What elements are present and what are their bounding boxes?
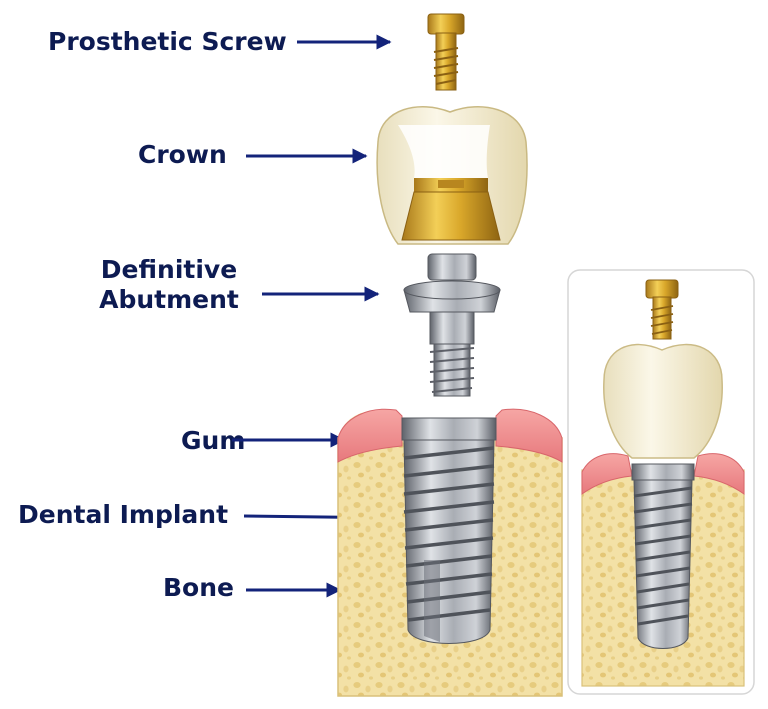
- label-crown: Crown: [138, 140, 227, 169]
- implant-icon: [401, 417, 497, 644]
- assembled-inset-panel: [567, 269, 755, 695]
- label-definitive-abutment: Definitive Abutment: [96, 255, 242, 315]
- label-definitive-line1: Definitive: [100, 255, 238, 284]
- abutment-icon: [403, 253, 501, 397]
- crown-icon: [376, 106, 528, 245]
- gold-screw-icon: [427, 13, 465, 91]
- label-dental-implant: Dental Implant: [18, 500, 229, 529]
- label-bone: Bone: [163, 573, 234, 602]
- label-prosthetic-screw: Prosthetic Screw: [48, 27, 287, 56]
- label-arrows: [232, 34, 404, 598]
- label-definitive-line2: Abutment: [99, 285, 239, 314]
